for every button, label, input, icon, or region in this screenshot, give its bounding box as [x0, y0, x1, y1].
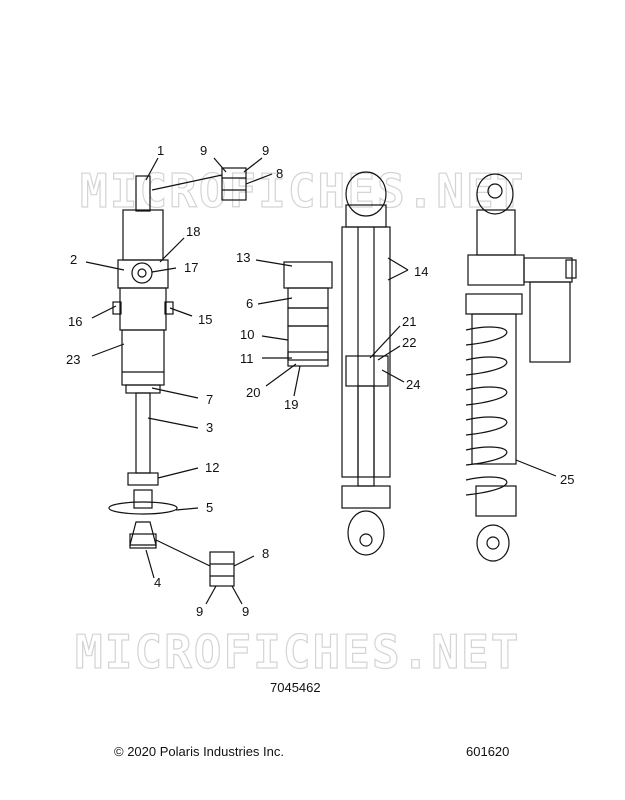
callout-2: 2	[70, 252, 77, 267]
copyright-text: © 2020 Polaris Industries Inc.	[114, 744, 284, 759]
callout-5: 5	[206, 500, 213, 515]
callout-13: 13	[236, 250, 250, 265]
callout-25: 25	[560, 472, 574, 487]
callout-9-d: 9	[242, 604, 249, 619]
callout-19: 19	[284, 397, 298, 412]
bushing-bottom	[209, 551, 235, 587]
callout-20: 20	[246, 385, 260, 400]
callout-3: 3	[206, 420, 213, 435]
callouts: 1 9 9 8 18 2 17 16 15 23 7 3 12 5 8 4 9 …	[66, 143, 574, 619]
callout-6: 6	[246, 296, 253, 311]
callout-10: 10	[240, 327, 254, 342]
right-assembled-shock	[465, 173, 577, 562]
callout-21: 21	[402, 314, 416, 329]
callout-7: 7	[206, 392, 213, 407]
callout-24: 24	[406, 377, 420, 392]
callout-23: 23	[66, 352, 80, 367]
callout-11: 11	[240, 351, 254, 366]
watermark-bottom: MICROFICHES.NET	[75, 625, 520, 679]
center-cutaway-shock	[283, 171, 391, 556]
callout-14: 14	[414, 264, 428, 279]
leader-lines	[85, 157, 557, 605]
callout-15: 15	[198, 312, 212, 327]
callout-22: 22	[402, 335, 416, 350]
left-shock-body	[108, 175, 178, 549]
callout-8-a: 8	[276, 166, 283, 181]
figure-id: 601620	[466, 744, 510, 759]
watermark-top: MICROFICHES.NET	[80, 164, 525, 218]
callout-12: 12	[205, 460, 219, 475]
callout-4: 4	[154, 575, 161, 590]
callout-8-b: 8	[262, 546, 269, 561]
callout-16: 16	[68, 314, 82, 329]
part-number: 7045462	[270, 680, 321, 695]
callout-17: 17	[184, 260, 198, 275]
callout-18: 18	[186, 224, 200, 239]
callout-9-c: 9	[196, 604, 203, 619]
callout-1: 1	[157, 143, 164, 158]
callout-9-b: 9	[262, 143, 269, 158]
callout-9-a: 9	[200, 143, 207, 158]
